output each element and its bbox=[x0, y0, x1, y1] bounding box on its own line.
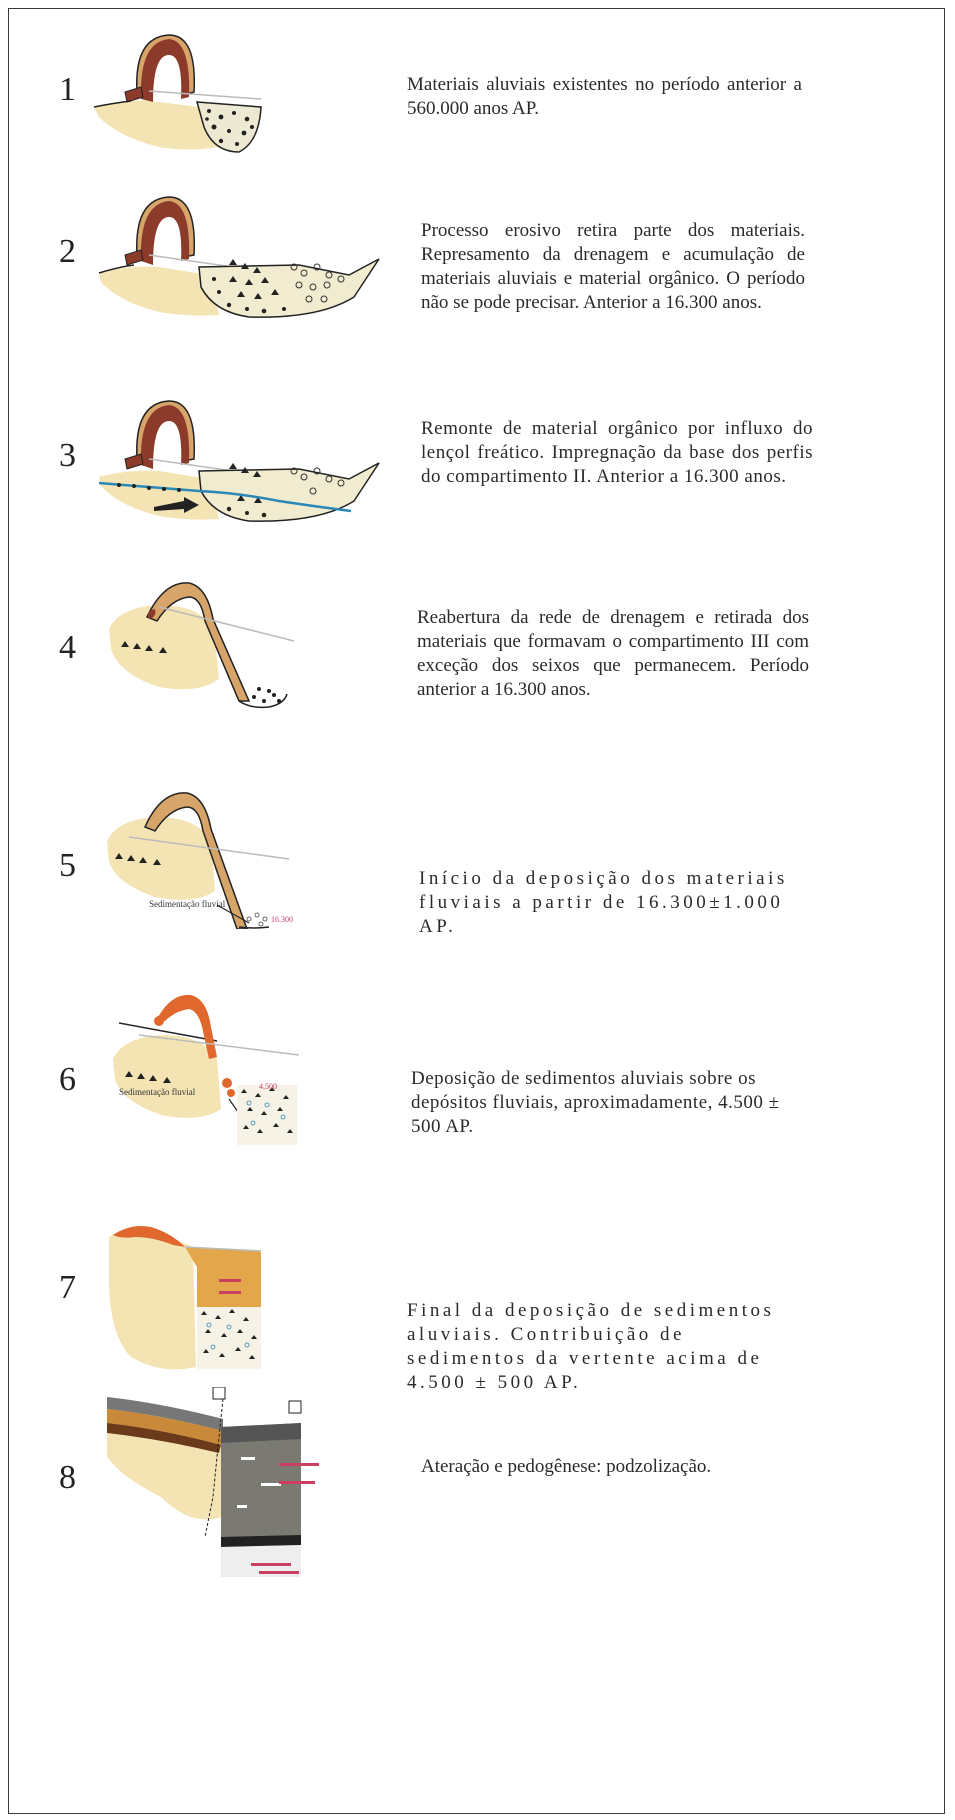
stage-number: 4 bbox=[59, 629, 76, 667]
stage-number: 2 bbox=[59, 233, 76, 271]
stage-5-diagram: Sedimentação fluvial 16.300 bbox=[89, 779, 349, 929]
stage-7-diagram bbox=[101, 1207, 281, 1377]
stage-number: 1 bbox=[59, 71, 76, 109]
stage-description: Deposição de sedimentos aluviais sobre o… bbox=[411, 1067, 781, 1139]
stage-description: Processo erosivo retira parte dos materi… bbox=[421, 219, 805, 315]
stage-description: Materiais aluviais existentes no período… bbox=[407, 73, 802, 121]
stage-description: Reabertura da rede de drenagem e retirad… bbox=[417, 606, 809, 702]
stage-8-diagram bbox=[101, 1387, 361, 1587]
figure-frame: 1 Materiais aluviais existentes no perío… bbox=[8, 8, 945, 1814]
stage-2-diagram bbox=[89, 187, 389, 327]
stage-description: Final da deposição de sedimentos aluviai… bbox=[407, 1299, 799, 1395]
fig-date: 16.300 bbox=[271, 915, 293, 924]
stage-number: 8 bbox=[59, 1459, 76, 1497]
stage-1-diagram bbox=[89, 27, 289, 157]
stage-number: 5 bbox=[59, 847, 76, 885]
fig-date: 4.500 bbox=[259, 1082, 277, 1091]
stage-description: Remonte de material orgânico por influxo… bbox=[421, 417, 813, 489]
fig-label: Sedimentação fluvial bbox=[119, 1087, 196, 1097]
stage-description: Início da deposição dos materiais fluvia… bbox=[419, 867, 789, 939]
stage-description: Ateração e pedogênese: podzolização. bbox=[421, 1455, 801, 1479]
stage-number: 7 bbox=[59, 1269, 76, 1307]
stage-number: 3 bbox=[59, 437, 76, 475]
stage-4-diagram bbox=[89, 569, 309, 719]
fig-label: Sedimentação fluvial bbox=[149, 899, 226, 909]
stage-6-diagram: Sedimentação fluvial 4.500 bbox=[99, 987, 329, 1147]
stage-3-diagram bbox=[89, 391, 389, 531]
stage-number: 6 bbox=[59, 1061, 76, 1099]
